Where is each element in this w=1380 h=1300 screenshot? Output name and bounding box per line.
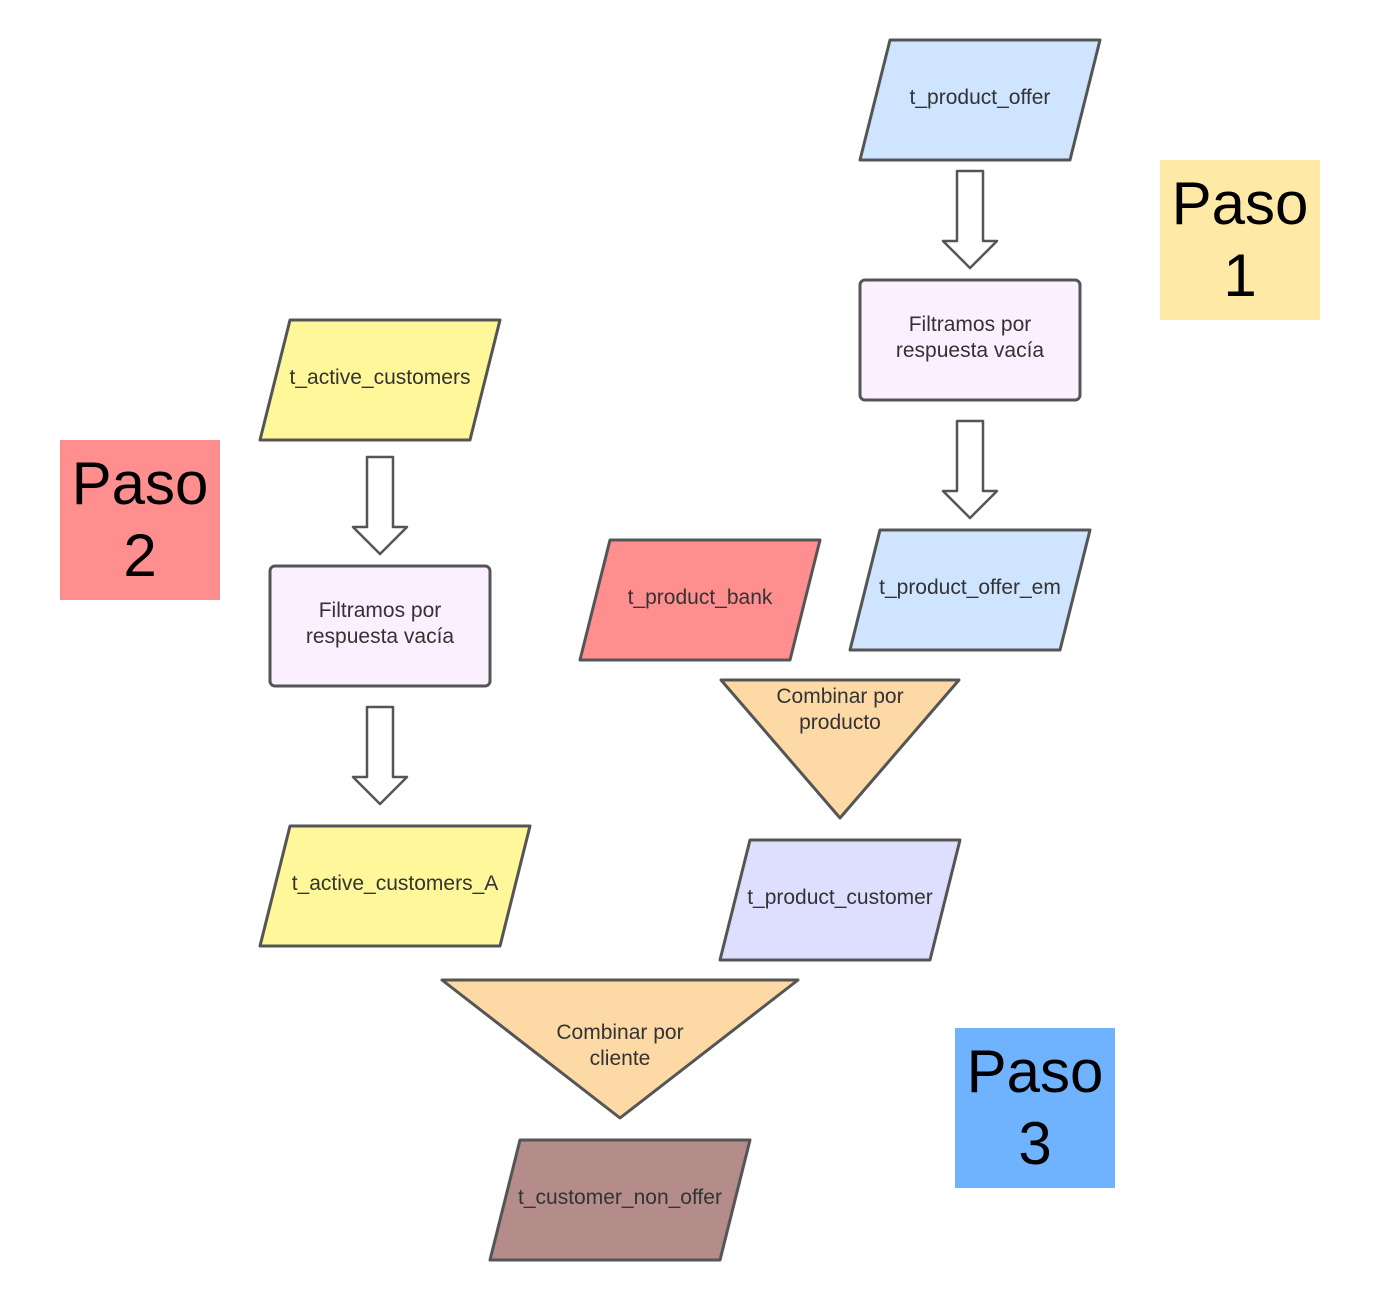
node-product-offer-em-label: t_product_offer_em [879, 576, 1061, 599]
node-product-offer-em: t_product_offer_em [848, 528, 1092, 652]
node-product-customer: t_product_customer [718, 838, 962, 962]
note-paso-1-word: Paso [1171, 170, 1309, 237]
node-product-customer-label: t_product_customer [747, 886, 933, 909]
note-paso-3-number: 3 [1018, 1110, 1052, 1177]
arrow-down-1 [941, 169, 999, 270]
note-paso-2: Paso 2 [60, 440, 220, 600]
node-active-customers-label: t_active_customers [290, 366, 471, 389]
node-merge-product-line-2: producto [799, 711, 881, 734]
node-filter-1: Filtramos por respuesta vacía [858, 278, 1082, 402]
node-customer-non-offer: t_customer_non_offer [488, 1138, 752, 1262]
node-product-bank-label: t_product_bank [628, 586, 773, 609]
arrow-down-4 [351, 705, 409, 806]
node-customer-non-offer-label: t_customer_non_offer [518, 1186, 722, 1209]
note-paso-1-number: 1 [1223, 242, 1257, 309]
node-merge-product-line-1: Combinar por [776, 685, 903, 708]
node-active-customers: t_active_customers [258, 318, 502, 442]
note-paso-1: Paso 1 [1160, 160, 1320, 320]
node-filter-2-line-2: respuesta vacía [306, 625, 455, 648]
node-merge-product: Combinar por producto [719, 678, 961, 820]
arrow-down-2 [941, 419, 999, 520]
note-paso-2-word: Paso [71, 450, 209, 517]
node-product-offer-label: t_product_offer [910, 86, 1051, 109]
note-paso-2-number: 2 [123, 522, 157, 589]
node-active-customers-a-label: t_active_customers_A [292, 872, 499, 895]
node-active-customers-a: t_active_customers_A [258, 824, 532, 948]
note-paso-3: Paso 3 [955, 1028, 1115, 1188]
node-product-offer: t_product_offer [858, 38, 1102, 162]
node-filter-1-line-1: Filtramos por [909, 313, 1032, 336]
node-merge-customer-line-2: cliente [590, 1047, 651, 1070]
node-filter-2: Filtramos por respuesta vacía [268, 564, 492, 688]
node-product-bank: t_product_bank [578, 538, 822, 662]
node-merge-customer: Combinar por cliente [440, 978, 800, 1120]
arrow-down-3 [351, 455, 409, 556]
node-merge-customer-line-1: Combinar por [556, 1021, 683, 1044]
note-paso-3-word: Paso [966, 1038, 1104, 1105]
node-filter-2-line-1: Filtramos por [319, 599, 442, 622]
node-filter-1-line-2: respuesta vacía [896, 339, 1045, 362]
